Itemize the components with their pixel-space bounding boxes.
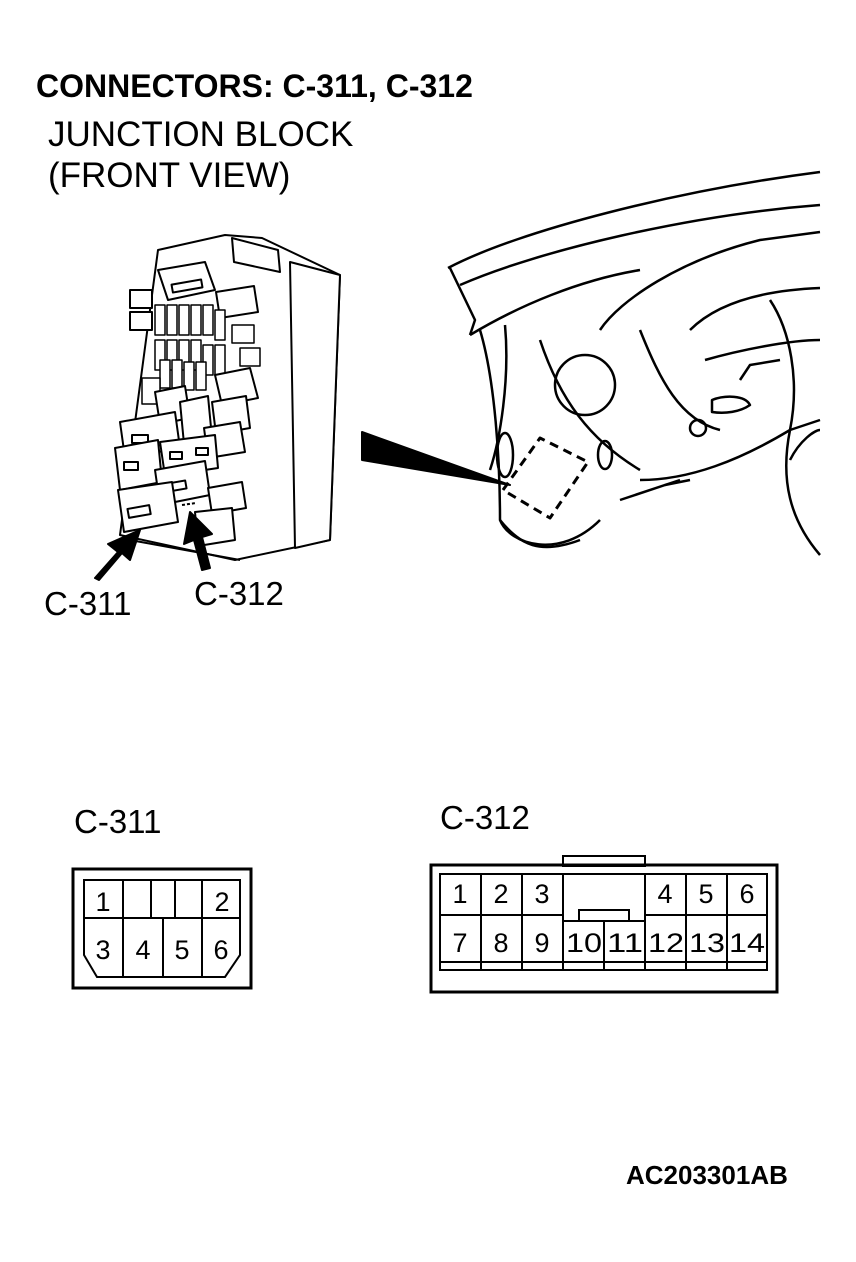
- c312-pin: 12: [648, 928, 684, 958]
- c312-pin: 2: [493, 879, 508, 909]
- c312-pin: 4: [657, 879, 672, 909]
- connector-c311-face: [71, 867, 253, 990]
- c311-pin: 1: [95, 887, 110, 917]
- c312-pin: 9: [534, 928, 549, 958]
- c312-pin: 11: [607, 928, 643, 958]
- c312-pin: 8: [493, 928, 508, 958]
- connector-c312-face: [429, 855, 779, 994]
- c312-pin: 1: [452, 879, 467, 909]
- c312-pin: 3: [534, 879, 549, 909]
- c312-pin: 10: [566, 928, 602, 958]
- connector-c311-label: C-311: [74, 803, 162, 840]
- instrument-panel: [447, 170, 821, 556]
- callout-label-c312: C-312: [194, 575, 284, 612]
- subtitle-front-view: (FRONT VIEW): [48, 156, 291, 195]
- c311-pin: 4: [135, 935, 150, 965]
- connector-c312-label: C-312: [440, 799, 530, 836]
- c311-pin: 5: [174, 935, 189, 965]
- c312-pin: 13: [689, 928, 725, 958]
- c312-pin: 14: [729, 928, 765, 958]
- location-highlight-box: [501, 436, 590, 520]
- arrow-c311: [94, 529, 141, 581]
- c311-pin: 3: [95, 935, 110, 965]
- subtitle-junction-block: JUNCTION BLOCK: [48, 115, 354, 154]
- c311-pin: 6: [213, 935, 228, 965]
- location-pointer: [361, 431, 511, 486]
- arrow-c312: [183, 511, 213, 571]
- c312-pin: 7: [452, 928, 467, 958]
- c312-pin: 5: [698, 879, 713, 909]
- callout-label-c311: C-311: [44, 585, 132, 622]
- c312-pin: 6: [739, 879, 754, 909]
- junction-block: [114, 234, 341, 561]
- figure-code: AC203301AB: [626, 1160, 788, 1190]
- c311-pin: 2: [214, 887, 229, 917]
- page-title: CONNECTORS: C-311, C-312: [36, 68, 473, 104]
